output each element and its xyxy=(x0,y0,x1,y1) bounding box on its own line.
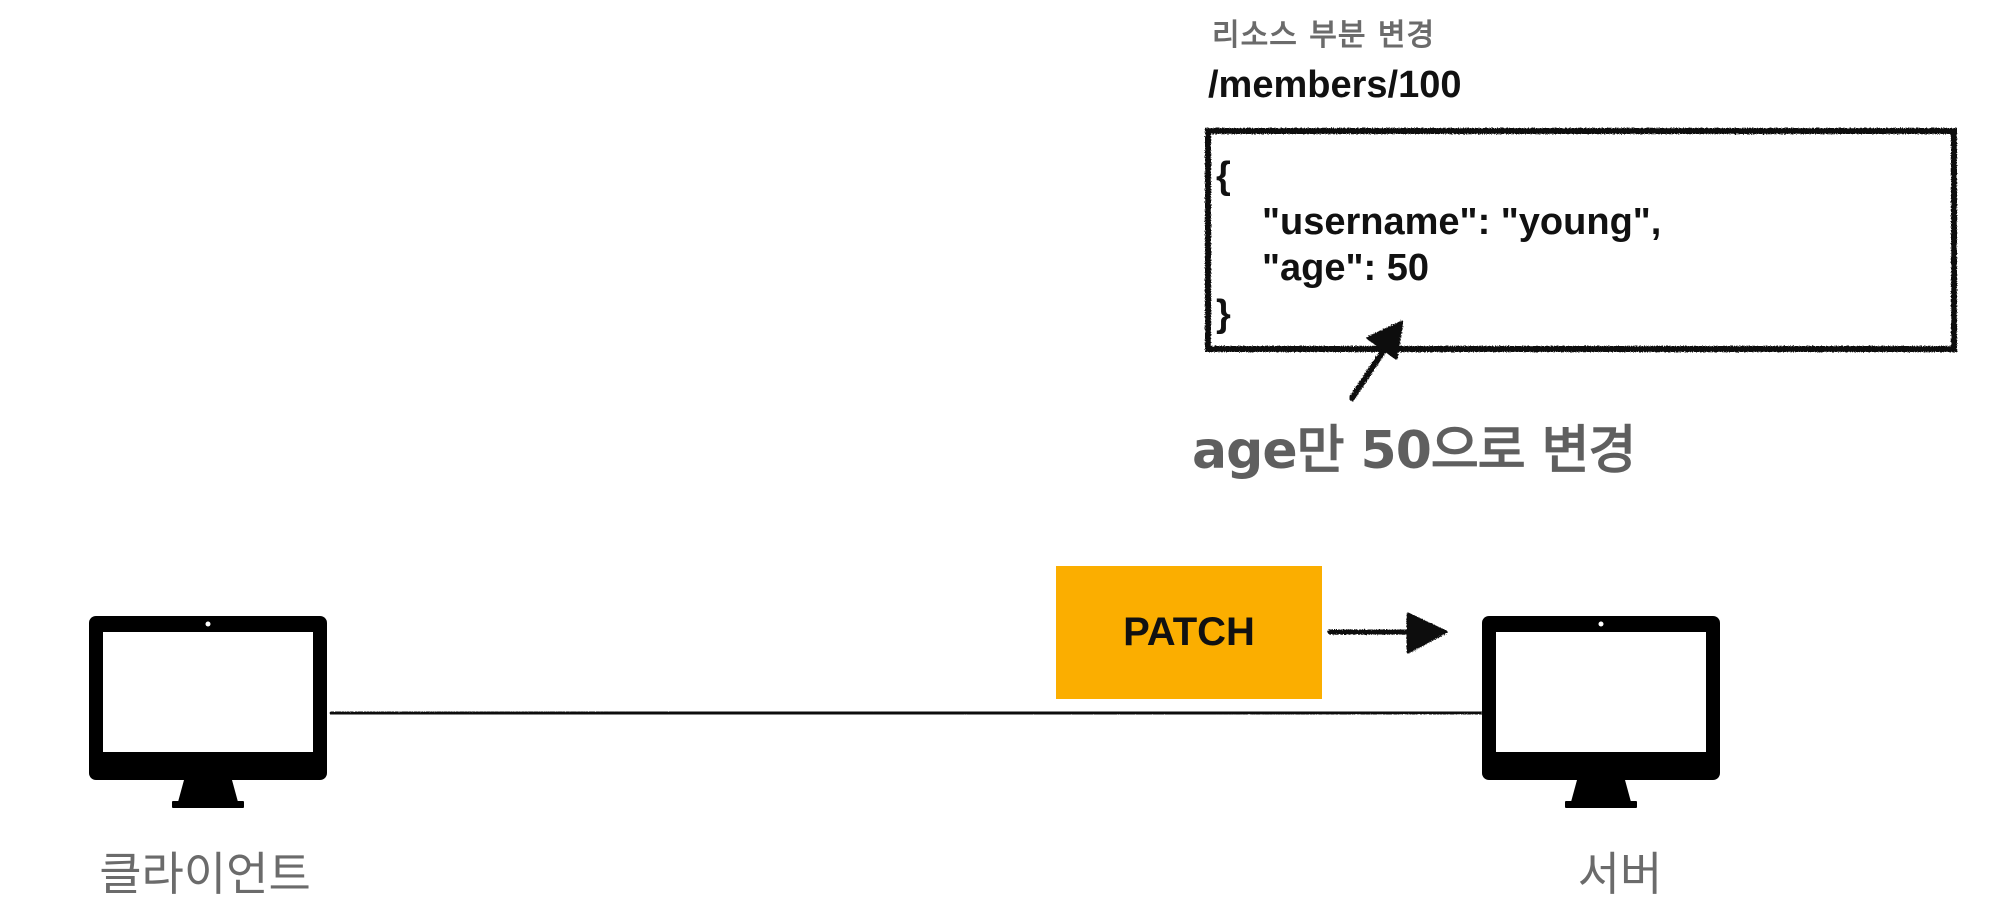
change-annotation: age만 50으로 변경 xyxy=(1192,421,1636,481)
json-line-username: "username": "young", xyxy=(1262,201,1662,243)
client-label: 클라이언트 xyxy=(99,847,311,901)
annotation-arrow xyxy=(1349,320,1404,401)
client-monitor-icon xyxy=(89,616,327,808)
json-box-border xyxy=(1205,128,1957,352)
json-line-age: "age": 50 xyxy=(1262,247,1429,289)
server-label: 서버 xyxy=(1577,847,1663,901)
json-line-close-brace: } xyxy=(1216,293,1231,335)
server-monitor-icon xyxy=(1482,616,1720,808)
request-arrow xyxy=(1327,612,1448,654)
json-line-open-brace: { xyxy=(1216,155,1231,197)
json-body: { "username": "young", "age": 50 } xyxy=(1210,133,1952,347)
resource-caption: 리소스 부분 변경 xyxy=(1212,18,1436,53)
connection-line xyxy=(329,709,1483,717)
patch-method-badge: PATCH xyxy=(1056,566,1322,699)
method-label: PATCH xyxy=(1123,610,1255,654)
resource-path: /members/100 xyxy=(1208,64,1462,106)
